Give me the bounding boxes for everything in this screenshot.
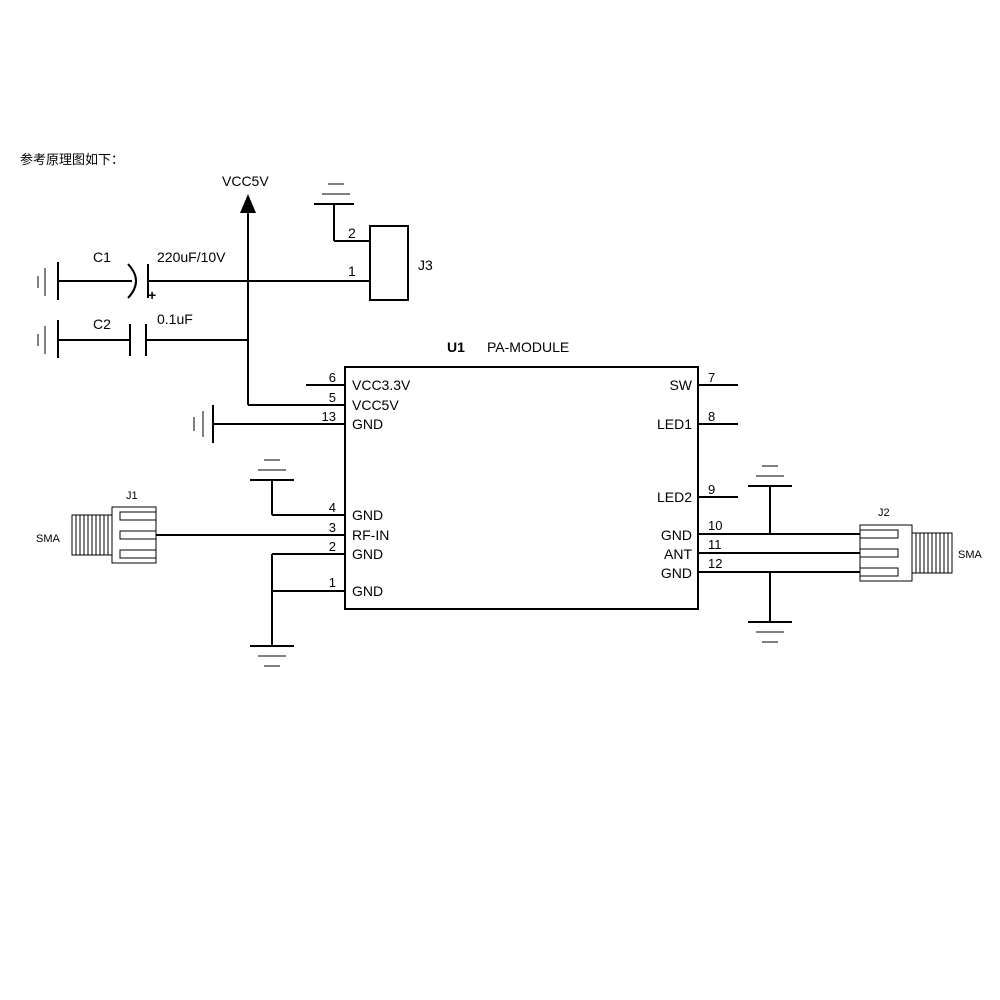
j3-ref: J3 <box>418 257 433 273</box>
sma-connector-j1: J1 SMA <box>36 490 157 564</box>
pin-name: LED1 <box>657 416 692 432</box>
pin-num: 10 <box>708 518 722 533</box>
j1-type: SMA <box>36 533 61 545</box>
pin-name: ANT <box>664 546 692 562</box>
j2-ref: J2 <box>878 507 890 519</box>
ground-icon <box>250 459 294 515</box>
pin-name: SW <box>669 377 692 393</box>
ground-icon <box>748 465 792 534</box>
pin-name: GND <box>352 546 383 562</box>
pin-name: GND <box>352 507 383 523</box>
j3-pin1: 1 <box>348 263 356 279</box>
pin-num: 5 <box>329 390 336 405</box>
u1-name: PA-MODULE <box>487 339 569 355</box>
pin-num: 8 <box>708 409 715 424</box>
vcc5v-power-symbol: VCC5V <box>222 173 269 405</box>
pin-num: 9 <box>708 482 715 497</box>
pin-num: 7 <box>708 370 715 385</box>
vcc5v-label: VCC5V <box>222 173 269 189</box>
sma-connector-j2: J2 SMA <box>859 507 983 582</box>
pin-num: 12 <box>708 556 722 571</box>
pin-name: GND <box>661 565 692 581</box>
pin-name: GND <box>352 583 383 599</box>
ground-icon <box>748 572 792 643</box>
j1-ref: J1 <box>126 490 138 502</box>
pin-name: RF-IN <box>352 527 389 543</box>
connector-j3: 2 1 J3 <box>314 183 433 301</box>
c1-value: 220uF/10V <box>157 249 226 265</box>
capacitor-c2: C2 0.1uF <box>37 311 248 358</box>
c1-polarity: + <box>148 287 156 303</box>
capacitor-c1: C1 220uF/10V + <box>37 249 370 303</box>
caption: 参考原理图如下： <box>20 152 124 168</box>
pin-name: GND <box>661 527 692 543</box>
u1-body <box>344 366 699 610</box>
pin-name: VCC3.3V <box>352 377 411 393</box>
pin-num: 2 <box>329 539 336 554</box>
module-u1: U1 PA-MODULE 6 5 13 4 3 2 1 VCC3.3V VCC5… <box>156 339 860 610</box>
pin-name: LED2 <box>657 489 692 505</box>
pin-num: 13 <box>322 409 336 424</box>
pin-num: 1 <box>329 575 336 590</box>
ground-icon <box>193 405 233 443</box>
j2-type: SMA <box>958 549 983 561</box>
pin-num: 11 <box>708 537 722 552</box>
pin-num: 3 <box>329 520 336 535</box>
pin-num: 6 <box>329 370 336 385</box>
c2-ref: C2 <box>93 316 111 332</box>
power-arrow-icon <box>240 194 256 213</box>
pin-name: GND <box>352 416 383 432</box>
pin-num: 4 <box>329 500 336 515</box>
u1-ref: U1 <box>447 339 465 355</box>
ground-icon <box>250 554 294 667</box>
pin-name: VCC5V <box>352 397 399 413</box>
j3-pin2: 2 <box>348 225 356 241</box>
c2-value: 0.1uF <box>157 311 193 327</box>
c1-ref: C1 <box>93 249 111 265</box>
